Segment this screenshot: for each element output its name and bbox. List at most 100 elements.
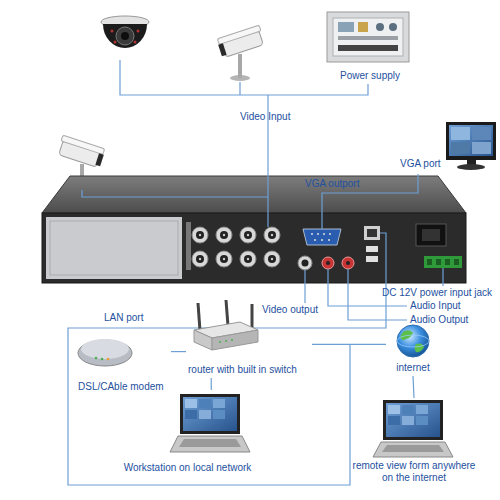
vga-connector <box>303 229 341 245</box>
device-node: remote view form anywhere on the interne… <box>350 398 478 488</box>
dvr-recorder <box>42 176 466 283</box>
dome-camera <box>114 41 117 44</box>
device-label: VGA port <box>400 158 460 170</box>
bullet-camera <box>218 43 226 56</box>
power-supply-box <box>338 36 398 40</box>
vga-monitor <box>457 164 485 170</box>
bullet-camera <box>61 135 105 154</box>
internet-globe <box>397 325 429 357</box>
network-cable <box>312 344 386 345</box>
power-socket <box>424 256 462 268</box>
device-label: DSL/CAble modem <box>78 381 171 393</box>
network-cable <box>171 351 186 352</box>
dvr-recorder <box>46 217 182 279</box>
vga-connector <box>303 229 341 245</box>
bnc-video-input <box>196 255 204 263</box>
device-label: remote view form anywhere on the interne… <box>351 460 477 484</box>
lan-usb-ports <box>364 226 380 240</box>
vga-connector <box>329 233 331 235</box>
laptop-workstation <box>185 410 197 419</box>
laptop-remote <box>386 403 440 437</box>
device-node: internet <box>386 322 440 376</box>
network-router <box>225 340 227 342</box>
laptop-workstation <box>179 439 241 447</box>
dsl-modem <box>101 358 104 361</box>
bnc-video-input <box>196 231 204 239</box>
bullet-camera <box>216 25 265 81</box>
bnc-video-input <box>247 258 249 260</box>
laptop-workstation <box>213 410 225 419</box>
dsl-modem <box>81 339 129 359</box>
network-router <box>212 330 258 350</box>
laptop-remote <box>373 400 453 457</box>
video-output-bnc <box>298 256 312 270</box>
vga-connector <box>314 239 316 241</box>
device-node: DSL/CAble modem <box>76 333 171 395</box>
network-router <box>194 330 212 350</box>
laptop-remote <box>416 405 428 414</box>
rca-audio-jacks <box>322 257 354 269</box>
vga-connector <box>311 233 313 235</box>
bnc-video-input <box>220 231 228 239</box>
bullet-camera <box>217 25 261 44</box>
power-supply-box <box>358 22 368 32</box>
device-node: VGA port <box>398 120 498 174</box>
network-cable <box>413 376 414 398</box>
laptop-remote <box>373 442 453 457</box>
vga-monitor <box>472 142 491 154</box>
laptop-remote <box>416 416 428 425</box>
bullet-camera <box>238 54 242 78</box>
bnc-video-input <box>247 234 249 236</box>
vga-connector <box>317 233 319 235</box>
laptop-workstation <box>185 399 197 408</box>
bnc-video-input <box>216 251 232 267</box>
bnc-video-input <box>192 227 208 243</box>
vga-monitor <box>472 127 491 140</box>
bnc-video-input <box>192 227 280 267</box>
bnc-video-input <box>223 258 225 260</box>
laptop-workstation <box>213 399 225 408</box>
device-label: Workstation on local network <box>115 462 260 474</box>
bnc-video-input <box>199 234 201 236</box>
device-node: Workstation on local network <box>115 390 260 476</box>
signal-wire <box>68 233 386 485</box>
power-socket <box>416 224 462 268</box>
port-label: Video Input <box>240 111 290 123</box>
lan-usb-ports <box>364 226 380 262</box>
power-socket <box>445 259 450 265</box>
dome-camera <box>137 30 140 33</box>
dsl-modem <box>107 358 110 361</box>
internet-globe <box>415 343 425 352</box>
laptop-workstation <box>170 436 250 452</box>
vga-monitor <box>446 122 496 160</box>
laptop-remote <box>402 416 414 425</box>
power-supply-box <box>333 18 403 56</box>
rca-audio-jacks <box>326 261 330 265</box>
vga-connector <box>321 239 323 241</box>
network-router <box>226 300 228 326</box>
network-router <box>251 304 254 329</box>
internet-globe <box>397 325 429 357</box>
rca-audio-jacks <box>342 257 354 269</box>
laptop-remote <box>402 405 414 414</box>
bnc-video-input <box>264 227 280 243</box>
lan-usb-ports <box>367 229 377 237</box>
dome-camera <box>121 32 129 40</box>
video-output-bnc <box>302 260 309 267</box>
network-cable <box>211 378 212 390</box>
dome-camera <box>116 27 134 45</box>
device-label: internet <box>386 362 440 374</box>
bullet-camera <box>57 135 106 168</box>
rca-audio-jacks <box>322 257 334 269</box>
dsl-modem <box>78 339 132 366</box>
network-router <box>194 300 258 350</box>
bnc-video-input <box>264 251 280 267</box>
bnc-video-input <box>223 234 225 236</box>
power-supply-box <box>327 12 409 62</box>
power-socket <box>427 259 432 265</box>
vga-monitor <box>451 127 470 140</box>
bnc-video-input <box>271 234 273 236</box>
